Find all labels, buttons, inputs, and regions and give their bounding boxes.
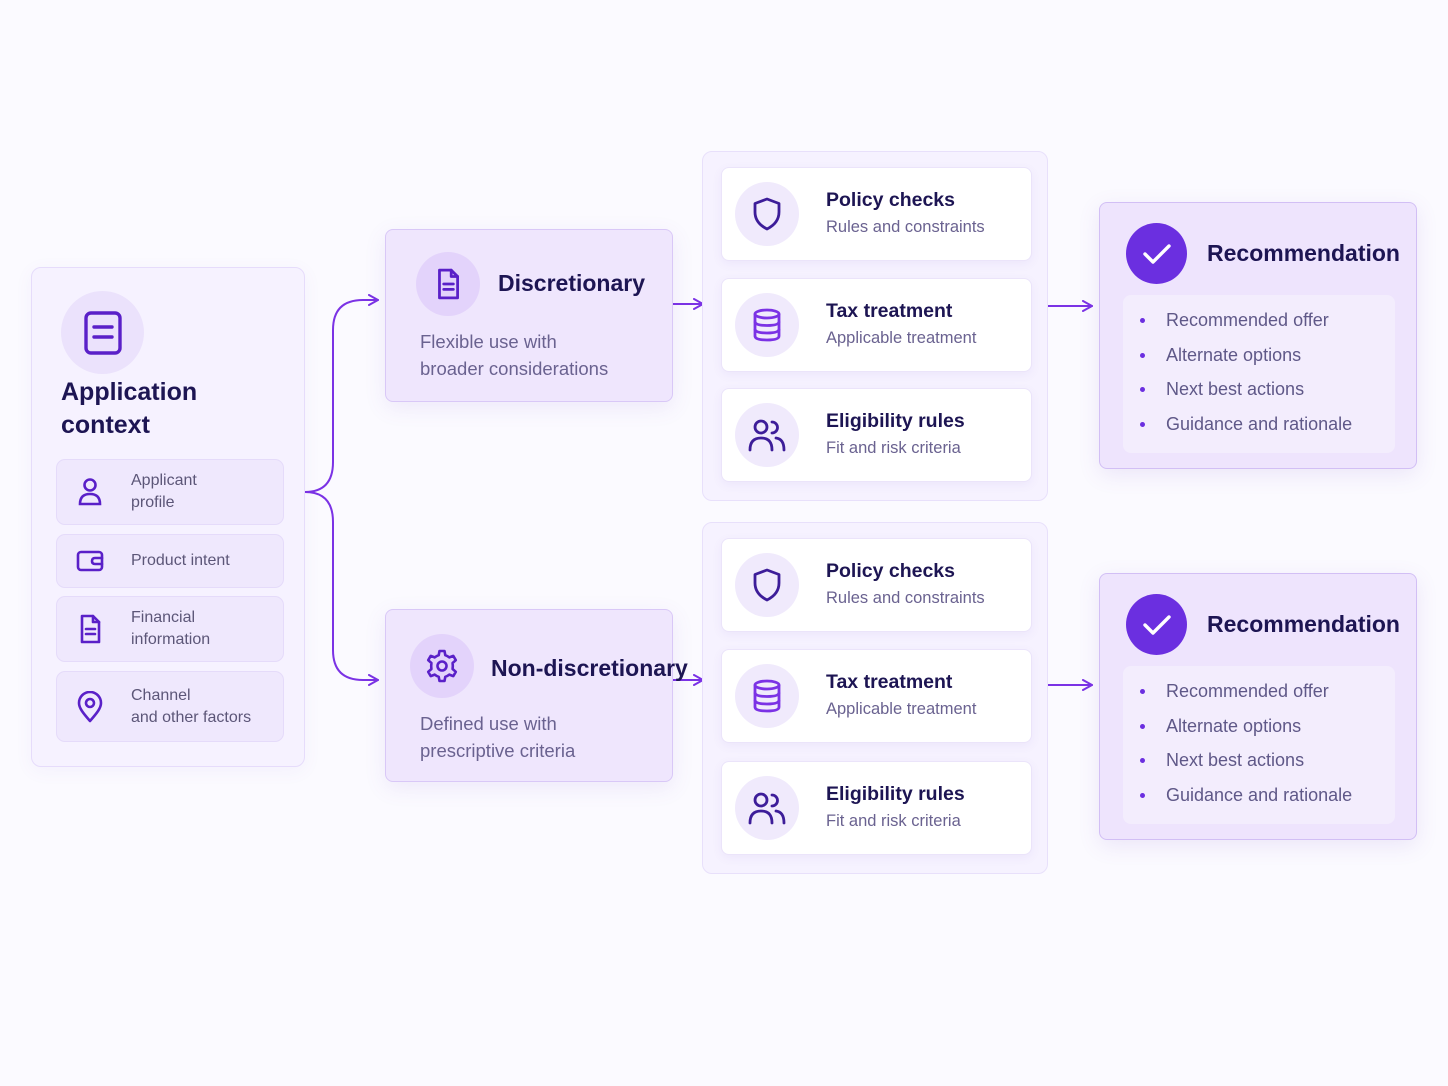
list-item: Next best actions	[1123, 374, 1395, 409]
shield-icon	[735, 553, 799, 617]
check-title: Policy checks	[826, 560, 955, 582]
recommendation-list: Recommended offer Alternate options Next…	[1123, 666, 1395, 824]
check-subtitle: Rules and constraints	[826, 589, 985, 607]
context-item-applicant-profile: Applicant profile	[56, 459, 284, 525]
checkmark-icon	[1126, 223, 1187, 284]
user-icon	[74, 476, 106, 508]
file-text-icon	[74, 613, 106, 645]
application-context-title: Application context	[61, 378, 198, 439]
check-subtitle: Fit and risk criteria	[826, 812, 961, 830]
tax-treatment-card: Tax treatment Applicable treatment	[721, 649, 1032, 743]
list-item: Guidance and rationale	[1123, 409, 1395, 444]
list-item: Alternate options	[1123, 711, 1395, 746]
wallet-icon	[74, 545, 106, 577]
context-item-product-intent: Product intent	[56, 534, 284, 588]
shield-icon	[735, 182, 799, 246]
gear-icon	[410, 634, 474, 698]
non-discretionary-card: Non-discretionary Defined use with presc…	[385, 609, 688, 782]
map-pin-icon	[74, 690, 106, 723]
checks-group-non-discretionary: Policy checks Rules and constraints Tax …	[702, 522, 1048, 874]
recommendation-card-bottom: Recommendation Recommended offer Alterna…	[1099, 573, 1417, 840]
eligibility-rules-card: Eligibility rules Fit and risk criteria	[721, 761, 1032, 855]
list-item: Guidance and rationale	[1123, 780, 1395, 815]
eligibility-rules-card: Eligibility rules Fit and risk criteria	[721, 388, 1032, 482]
policy-checks-card: Policy checks Rules and constraints	[721, 167, 1032, 261]
context-item-label: Channel and other factors	[131, 686, 252, 726]
recommendation-list: Recommended offer Alternate options Next…	[1123, 295, 1395, 453]
recommendation-title: Recommendation	[1207, 240, 1400, 266]
list-item: Recommended offer	[1123, 305, 1395, 340]
context-item-label: Applicant profile	[131, 472, 197, 511]
database-icon	[735, 293, 799, 357]
list-item: Alternate options	[1123, 340, 1395, 375]
tax-treatment-card: Tax treatment Applicable treatment	[721, 278, 1032, 372]
check-subtitle: Rules and constraints	[826, 218, 985, 236]
non-discretionary-description: Defined use with prescriptive criteria	[420, 713, 576, 761]
discretionary-description: Flexible use with broader considerations	[420, 331, 609, 379]
users-icon	[735, 403, 799, 467]
application-context-panel: Application context Applicant profile Pr…	[31, 267, 305, 767]
check-title: Tax treatment	[826, 671, 953, 693]
check-title: Eligibility rules	[826, 783, 965, 805]
check-title: Tax treatment	[826, 300, 953, 322]
list-item: Next best actions	[1123, 745, 1395, 780]
context-item-label: Product intent	[131, 552, 230, 569]
context-item-financial-information: Financial information	[56, 596, 284, 662]
check-subtitle: Applicable treatment	[826, 329, 977, 347]
check-title: Policy checks	[826, 189, 955, 211]
check-subtitle: Fit and risk criteria	[826, 439, 961, 457]
recommendation-card-top: Recommendation Recommended offer Alterna…	[1099, 202, 1417, 469]
discretionary-title: Discretionary	[498, 270, 646, 296]
users-icon	[735, 776, 799, 840]
database-icon	[735, 664, 799, 728]
document-icon	[61, 291, 144, 374]
context-item-channel: Channel and other factors	[56, 671, 284, 742]
non-discretionary-title: Non-discretionary	[491, 655, 688, 681]
context-item-label: Financial information	[131, 609, 211, 648]
split-connector-top	[304, 294, 379, 493]
policy-checks-card: Policy checks Rules and constraints	[721, 538, 1032, 632]
discretionary-card: Discretionary Flexible use with broader …	[385, 229, 673, 402]
recommendation-title: Recommendation	[1207, 611, 1400, 637]
check-title: Eligibility rules	[826, 410, 965, 432]
list-item: Recommended offer	[1123, 676, 1395, 711]
checks-group-discretionary: Policy checks Rules and constraints Tax …	[702, 151, 1048, 501]
split-connector-bottom	[304, 491, 379, 686]
check-subtitle: Applicable treatment	[826, 700, 977, 718]
checkmark-icon	[1126, 594, 1187, 655]
document-icon	[416, 252, 480, 316]
